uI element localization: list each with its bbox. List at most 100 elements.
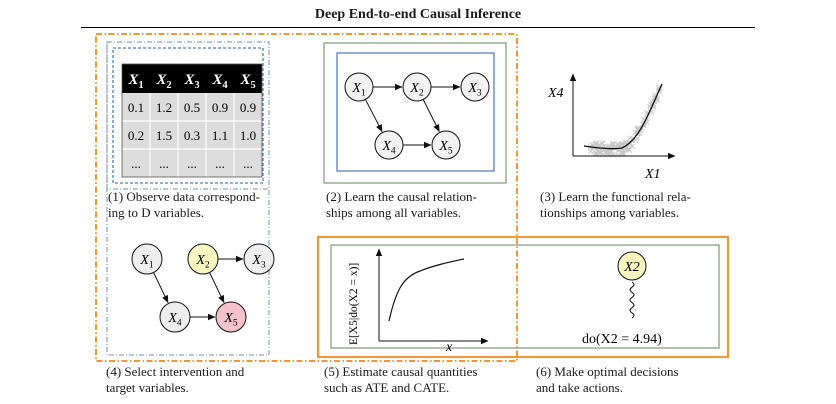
causal-node-x1 (344, 72, 374, 102)
select-node-x3 (243, 243, 275, 275)
causal-edge (364, 99, 383, 133)
caption-3-num: (3) (540, 189, 556, 204)
select-edge (153, 272, 169, 304)
effect-y-label-text: E[X5|do(X2 = x)] (348, 263, 360, 345)
functional-x-label: X1 (644, 167, 661, 182)
intervention-squiggle (629, 281, 635, 319)
intervention-node-label-text: X2 (623, 260, 640, 275)
caption-4-line1: Select intervention and (124, 364, 245, 379)
table-cell: 0.5 (184, 100, 200, 115)
table-cell: 0.2 (128, 128, 144, 143)
table-header-bg (122, 64, 262, 93)
table-body-bg (122, 93, 262, 177)
caption-3-line1: Learn the functional rela- (558, 189, 691, 204)
intervention-node-label: X2 (623, 260, 640, 275)
caption-5-line2: such as ATE and CATE. (324, 380, 450, 395)
caption-2-line2: ships among all variables. (326, 205, 462, 220)
caption-5-num: (5) (324, 364, 340, 379)
causal-node-label: X5 (438, 139, 453, 157)
panel2-inner-frame (336, 52, 495, 172)
scatter-point (622, 141, 628, 148)
select-node-label: X3 (251, 253, 266, 271)
causal-node-label: X4 (381, 139, 396, 157)
table-header-cell: X4 (211, 72, 227, 91)
causal-node-x5 (431, 130, 461, 160)
select-node-label: X5 (223, 311, 238, 329)
select-node-label: X2 (195, 253, 210, 271)
functional-y-label-text: X4 (547, 86, 564, 101)
causal-edge (422, 99, 440, 133)
caption-2-line1: Learn the causal relation- (344, 189, 477, 204)
effect-curve (388, 258, 465, 322)
scatter-point (599, 140, 605, 146)
caption-5: (5) Estimate causal quantities such as A… (324, 364, 477, 396)
table-cell: ... (187, 156, 197, 171)
causal-node-x2 (402, 72, 432, 102)
table-cell: 0.3 (184, 128, 200, 143)
title-rule (81, 27, 755, 28)
caption-2: (2) Learn the causal relation- ships amo… (326, 189, 477, 221)
caption-2-num: (2) (326, 189, 342, 204)
select-node-x2 (187, 243, 219, 275)
caption-3: (3) Learn the functional rela- tionships… (540, 189, 691, 221)
intervention: X2 do(X2 = 4.94) (582, 251, 662, 347)
caption-6-num: (6) (536, 364, 552, 379)
caption-5-line1: Estimate causal quantities (342, 364, 478, 379)
panel56-frame (330, 244, 720, 349)
panel2-outer-frame (323, 42, 507, 184)
scatter-point (591, 148, 598, 155)
functional-plot: X4 X1 (547, 73, 676, 182)
table-cell: 1.2 (156, 100, 172, 115)
causal-node-label: X3 (467, 81, 482, 99)
caption-3-line2: tionships among variables. (540, 205, 680, 220)
table-border (121, 63, 263, 178)
table-cell: 0.1 (128, 100, 144, 115)
caption-6-line2: and take actions. (536, 380, 623, 395)
select-node-x1 (131, 243, 163, 275)
table-header-cell: X1 (127, 72, 143, 91)
select-node-label: X1 (139, 253, 154, 271)
caption-6: (6) Make optimal decisions and take acti… (536, 364, 679, 396)
causal-node-label: X2 (409, 81, 424, 99)
table-cell: 0.9 (212, 100, 228, 115)
effect-x-label-text: x (445, 340, 453, 355)
scatter-point (629, 143, 636, 150)
table-cell: 0.9 (240, 100, 256, 115)
do-label-text: do(X2 = 4.94) (582, 332, 662, 347)
select-edge (209, 272, 225, 304)
caption-1-line2: ing to D variables. (108, 205, 205, 220)
intervention-node (617, 251, 647, 281)
select-node-x4 (159, 301, 191, 333)
table-cell: 1.5 (156, 128, 172, 143)
left-orange-frame (95, 33, 518, 362)
table-header-cell: X3 (183, 72, 199, 91)
effect-x-label: x (445, 340, 453, 355)
causal-node-label: X1 (351, 81, 366, 99)
caption-4-line2: target variables. (106, 380, 189, 395)
causal-node-x3 (460, 72, 490, 102)
panel4-frame (106, 41, 270, 356)
right-orange-frame (316, 235, 730, 359)
effect-y-label: E[X5|do(X2 = x)] (348, 263, 360, 345)
scatter-point (593, 142, 599, 148)
caption-1-line1: Observe data correspond- (126, 189, 260, 204)
select-node-x5 (215, 301, 247, 333)
functional-x-label-text: X1 (644, 167, 661, 182)
caption-4-num: (4) (106, 364, 122, 379)
table-header-cell: X2 (155, 72, 171, 91)
causal-node-x4 (374, 130, 404, 160)
table-cell: ... (215, 156, 225, 171)
caption-1: (1) Observe data correspond- ing to D va… (108, 189, 260, 221)
functional-y-label: X4 (547, 86, 564, 101)
effect-plot: E[X5|do(X2 = x)] x (348, 248, 489, 355)
table-cell: 1.0 (240, 128, 256, 143)
functional-curve (583, 83, 663, 150)
caption-4: (4) Select intervention and target varia… (106, 364, 244, 396)
caption-1-num: (1) (108, 189, 124, 204)
table-header-cell: X5 (239, 72, 255, 91)
scatter-point (614, 152, 621, 158)
